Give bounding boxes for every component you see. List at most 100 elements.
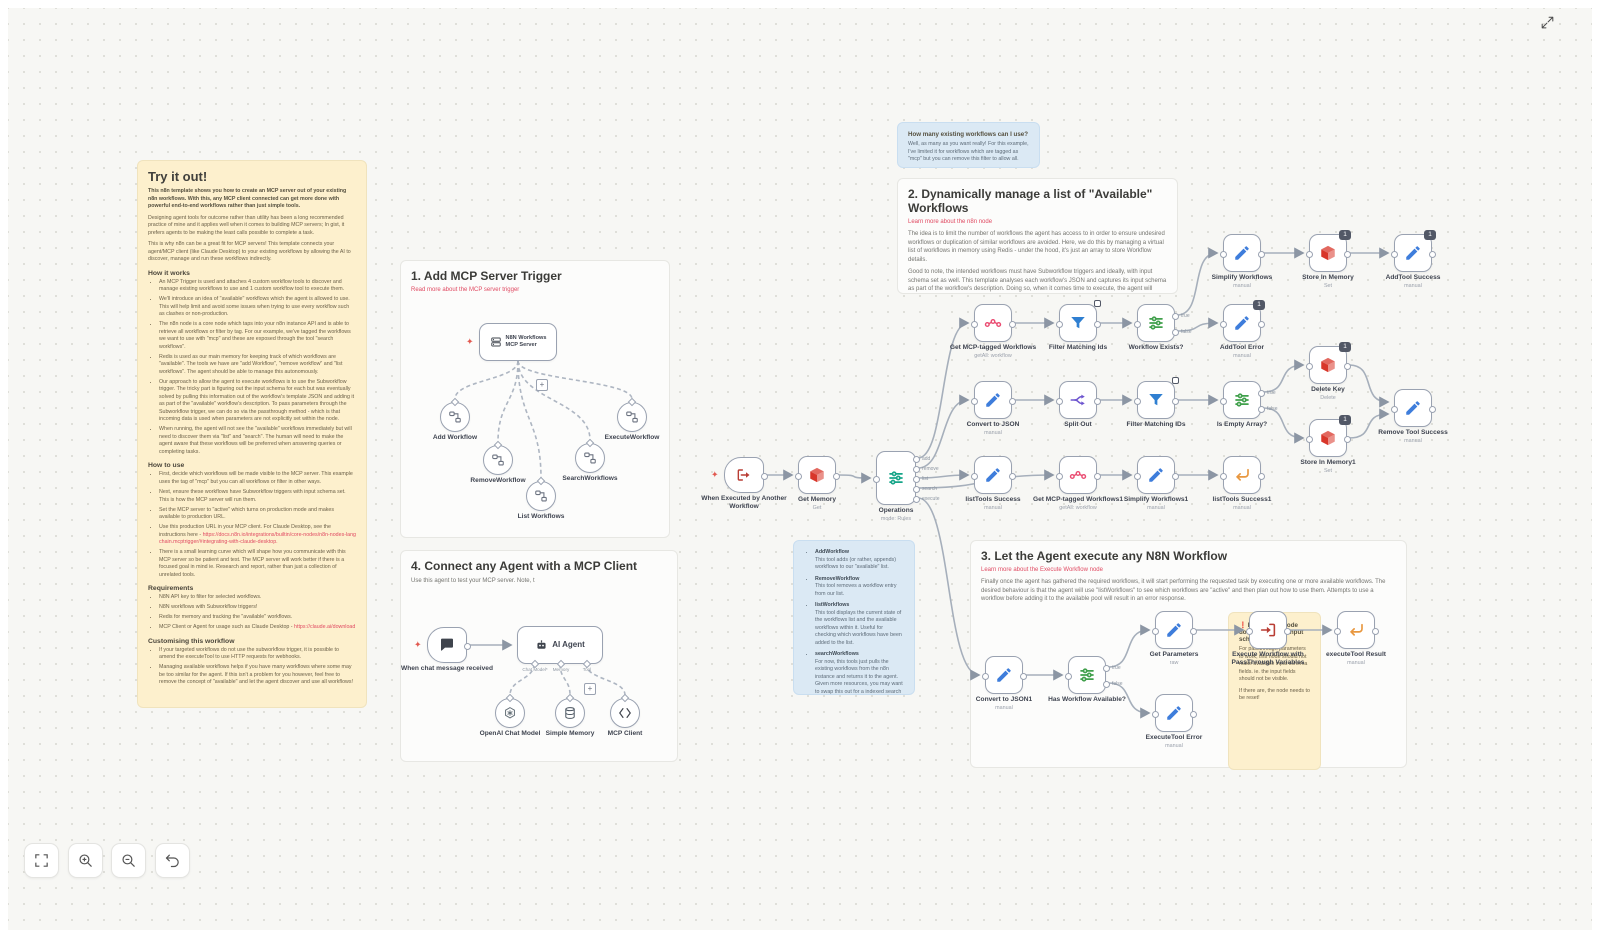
input-port[interactable] (970, 472, 978, 480)
node-filter-matching-ids[interactable]: Filter Matching Ids (1049, 300, 1107, 351)
input-port[interactable] (794, 472, 802, 480)
output-port[interactable] (760, 472, 768, 480)
output-port[interactable] (1428, 405, 1436, 413)
sticky-section-3[interactable]: 3. Let the Agent execute any N8N Workflo… (970, 540, 1407, 768)
output-port[interactable] (1257, 250, 1265, 258)
input-port[interactable] (1390, 250, 1398, 258)
input-port[interactable] (872, 475, 880, 483)
input-port[interactable] (1219, 320, 1227, 328)
sticky-section-2[interactable]: 2. Dynamically manage a list of "Availab… (897, 178, 1178, 294)
input-port[interactable] (1219, 397, 1227, 405)
input-port[interactable] (1055, 320, 1063, 328)
input-port[interactable] (1055, 472, 1063, 480)
output-port[interactable] (1428, 250, 1436, 258)
input-port[interactable] (981, 672, 989, 680)
sticky-link[interactable]: https://claude.ai/download (294, 624, 356, 631)
output-port[interactable] (912, 495, 920, 503)
input-port[interactable] (1390, 405, 1398, 413)
node-simple-memory[interactable]: Simple Memory (546, 693, 594, 737)
expand-canvas-button[interactable] (1534, 9, 1560, 35)
node-execute-workflow-tool[interactable]: ExecuteWorkflow (605, 397, 659, 441)
output-port[interactable] (1019, 672, 1027, 680)
input-port[interactable] (1305, 362, 1313, 370)
input-port[interactable] (1219, 472, 1227, 480)
input-port[interactable] (1219, 250, 1227, 258)
output-port[interactable] (1008, 397, 1016, 405)
input-port[interactable] (1064, 672, 1072, 680)
output-port[interactable] (1171, 397, 1179, 405)
node-when-chat-message-received[interactable]: When chat message received✦ (401, 627, 493, 672)
output-port[interactable] (912, 485, 920, 493)
node-split-out[interactable]: Split Out (1055, 381, 1101, 428)
output-port[interactable] (1171, 328, 1179, 336)
output-port[interactable] (1257, 389, 1265, 397)
output-port[interactable] (1257, 405, 1265, 413)
zoom-in-button[interactable] (67, 843, 103, 878)
input-port[interactable] (1151, 710, 1159, 718)
sticky-link[interactable]: https://docs.n8n.io/integrations/builtin… (159, 531, 356, 546)
sticky-try-it-out[interactable]: Try it out!This n8n template shows you h… (137, 160, 367, 708)
node-add-workflow-tool[interactable]: Add Workflow (433, 397, 477, 441)
add-tool-button[interactable]: + (536, 379, 548, 391)
output-port[interactable] (1283, 627, 1291, 635)
input-port[interactable] (1151, 627, 1159, 635)
output-port[interactable] (1189, 627, 1197, 635)
sticky-how-many-workflows[interactable]: How many existing workflows can I use?We… (897, 122, 1040, 168)
node-remove-workflow-tool[interactable]: RemoveWorkflow (470, 440, 526, 484)
sticky-link[interactable]: Learn more about the Execute Workflow no… (981, 567, 1103, 573)
input-port[interactable] (1133, 397, 1141, 405)
output-port[interactable] (912, 455, 920, 463)
output-port[interactable] (1093, 397, 1101, 405)
input-port[interactable] (1133, 472, 1141, 480)
node-list-workflows-tool[interactable]: List Workflows (518, 476, 564, 520)
output-port[interactable] (1343, 435, 1351, 443)
node-filter-matching-ids2[interactable]: Filter Matching IDs (1127, 377, 1185, 428)
input-port[interactable] (970, 397, 978, 405)
fit-view-button[interactable] (24, 843, 59, 878)
node-execute-workflow-passthrough[interactable]: Execute Workflow with PassThrough Variab… (1232, 611, 1304, 666)
zoom-out-button[interactable] (111, 843, 147, 878)
output-port[interactable] (1102, 680, 1110, 688)
output-port[interactable] (1102, 664, 1110, 672)
input-port[interactable] (1133, 320, 1141, 328)
output-port[interactable] (1343, 362, 1351, 370)
node-when-executed-by-another-workflow[interactable]: When Executed by Another Workflow✦ (701, 457, 787, 510)
input-port[interactable] (1333, 627, 1341, 635)
sticky-link[interactable]: Read more about the MCP server trigger (411, 287, 520, 293)
node-mcp-client[interactable]: MCP Client (608, 693, 642, 737)
input-port[interactable] (1055, 397, 1063, 405)
output-port[interactable] (912, 475, 920, 483)
output-port[interactable] (1189, 710, 1197, 718)
node-search-workflows-tool[interactable]: SearchWorkflows (562, 438, 618, 482)
input-port[interactable] (1305, 250, 1313, 258)
output-port[interactable] (832, 472, 840, 480)
output-port[interactable] (463, 642, 471, 650)
output-port[interactable] (1093, 320, 1101, 328)
output-port[interactable] (1008, 472, 1016, 480)
output-port[interactable] (1093, 472, 1101, 480)
undo-button[interactable] (154, 843, 190, 878)
add-tool-button[interactable]: + (584, 683, 596, 695)
output-port[interactable] (1257, 320, 1265, 328)
